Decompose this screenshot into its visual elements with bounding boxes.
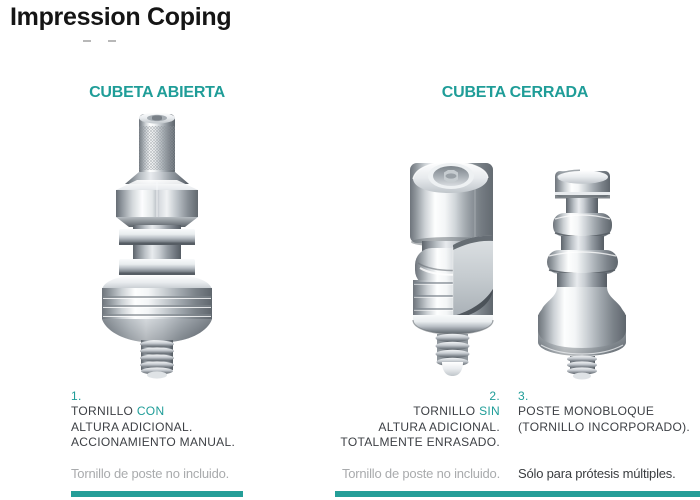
product-1-line3: ACCIONAMIENTO MANUAL.: [71, 434, 236, 449]
product-2-note: Tornillo de poste no incluido.: [341, 466, 500, 481]
product-2-line3: TOTALMENTE ENRASADO.: [340, 434, 500, 449]
section-header-closed-tray: CUBETA CERRADA: [441, 84, 589, 101]
product-2-number: 2.: [489, 389, 500, 403]
section-header-open-tray: CUBETA ABIERTA: [89, 84, 225, 101]
product-1-number: 1.: [71, 389, 82, 403]
open-tray-coping-illustration: [102, 112, 212, 379]
page-title: Impression Coping: [10, 3, 232, 31]
product-3-number: 3.: [518, 389, 529, 403]
closed-tray-coping-illustration: [410, 161, 494, 376]
product-2-line2: ALTURA ADICIONAL.: [378, 419, 500, 434]
product-1-line2: ALTURA ADICIONAL.: [71, 419, 193, 434]
products-2-3-accent-bar: [335, 491, 700, 497]
product-1-description: 1. TORNILLO CON ALTURA ADICIONAL. ACCION…: [71, 389, 247, 450]
product-1-note: Tornillo de poste no incluido.: [71, 466, 230, 481]
product-1-accent-bar: [71, 491, 243, 497]
clipped-text-mark: [83, 40, 91, 42]
product-3-line2: (TORNILLO INCORPORADO).: [518, 419, 691, 434]
product-1-line1: TORNILLO CON: [71, 404, 165, 419]
clipped-text-mark: [108, 40, 116, 42]
product-3-line1: POSTE MONOBLOQUE: [518, 404, 655, 419]
product-3-note: Sólo para prótesis múltiples.: [518, 466, 676, 481]
monoblock-post-illustration: [538, 169, 626, 380]
product-2-line1: TORNILLO SIN: [413, 404, 500, 419]
product-3-description: 3. POSTE MONOBLOQUE (TORNILLO INCORPORAD…: [518, 389, 700, 435]
product-2-description: 2. TORNILLO SIN ALTURA ADICIONAL. TOTALM…: [324, 389, 500, 450]
